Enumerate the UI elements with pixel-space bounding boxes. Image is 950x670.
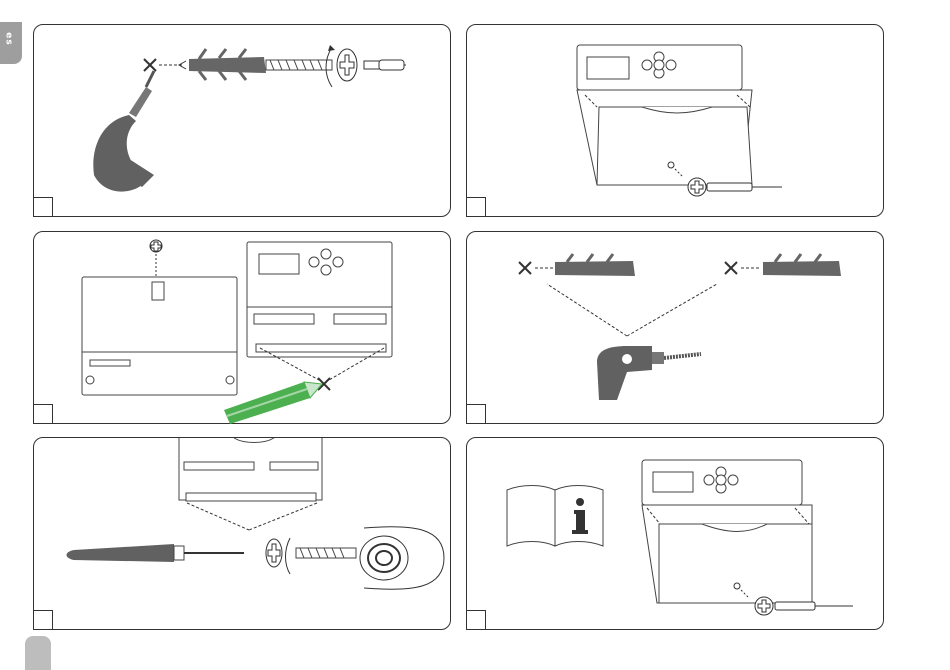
panel-2-illustration — [467, 25, 885, 218]
footer-tab — [25, 636, 51, 670]
controller-open-icon — [247, 242, 392, 357]
screwdriver-icon — [67, 544, 245, 562]
drill-mark-x-icon — [144, 59, 156, 71]
rotation-arrow-icon — [286, 538, 291, 574]
manual-info-icon — [507, 486, 603, 547]
screwdriver-icon — [364, 60, 406, 70]
step-number-box — [466, 610, 486, 630]
controller-housing-icon — [577, 45, 752, 185]
controller-base-icon — [179, 438, 322, 501]
pencil-icon — [224, 382, 322, 424]
screw-head-icon — [337, 49, 357, 81]
left-mark-x-icon — [519, 262, 531, 274]
panel-4-illustration — [467, 232, 885, 425]
panel-1-drill-plug-screw — [33, 24, 451, 217]
panel-4-drill-holes — [466, 231, 884, 424]
panel-5-fix-screws — [33, 437, 451, 630]
drill-direction-arrows — [547, 284, 717, 336]
right-wall-plug-icon — [763, 254, 841, 276]
panel-6-illustration — [467, 438, 885, 631]
language-tab-label: es — [4, 32, 14, 45]
step-number-box — [33, 610, 53, 630]
panel-2-open-cover — [466, 24, 884, 217]
controller-closed-icon — [642, 460, 812, 603]
language-tab: es — [0, 22, 22, 64]
step-number-box — [33, 197, 53, 217]
step-number-box — [466, 197, 486, 217]
panel-3-illustration — [34, 232, 452, 425]
step-number-box — [33, 404, 53, 424]
screw-arrows — [187, 503, 317, 530]
screw-head-icon — [266, 539, 282, 567]
drill-icon — [597, 346, 701, 400]
housing-back-icon — [82, 277, 237, 395]
panel-3-mark-holes — [33, 231, 451, 424]
left-wall-plug-icon — [555, 254, 635, 276]
panel-6-close-cover — [466, 437, 884, 630]
panel-1-illustration — [34, 25, 452, 218]
wall-plug-icon — [189, 49, 266, 80]
panel-5-illustration — [34, 438, 452, 631]
wall-plug-section-icon — [360, 527, 444, 590]
right-mark-x-icon — [725, 262, 737, 274]
screw-icon — [266, 60, 332, 70]
drill-icon — [93, 71, 154, 192]
step-number-box — [466, 404, 486, 424]
screw-icon — [296, 548, 356, 558]
